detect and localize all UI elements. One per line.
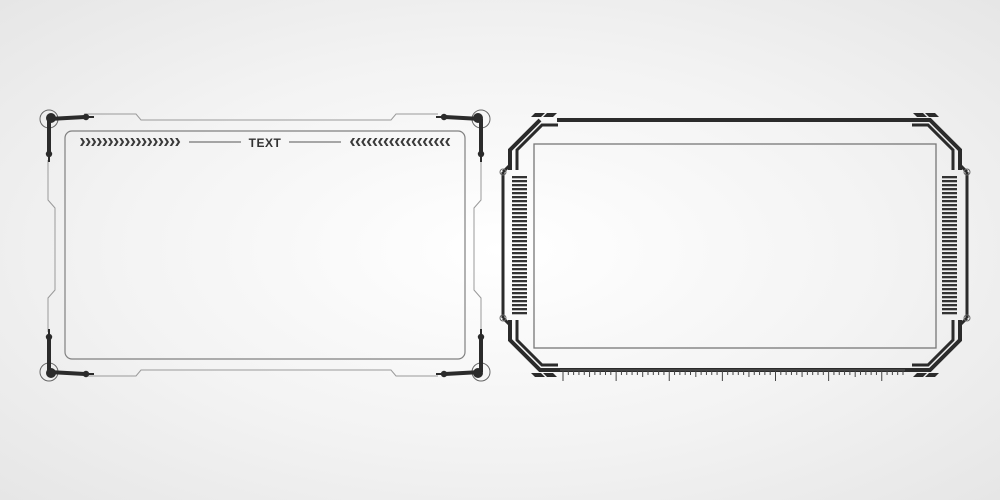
left-frame: TEXT	[39, 109, 491, 382]
top-left-joint-icon	[39, 109, 94, 162]
right-vent-grille	[942, 176, 957, 315]
right-frame-outer-border	[508, 118, 962, 372]
header-chevrons-right	[350, 138, 451, 146]
top-right-joint-icon	[436, 109, 491, 162]
right-frame	[499, 113, 971, 381]
bottom-ruler-scale	[560, 369, 905, 381]
header-chevrons-left	[80, 138, 181, 146]
left-frame-inner-panel	[64, 130, 466, 360]
header-label: TEXT	[249, 136, 282, 150]
left-vent-grille	[512, 176, 527, 315]
bottom-right-joint-icon	[436, 329, 491, 382]
right-frame-inner-panel	[533, 143, 937, 349]
bottom-left-joint-icon	[39, 329, 94, 382]
right-frame-chamfer-strips	[515, 123, 955, 367]
left-frame-outer-line	[47, 113, 482, 377]
corner-dash-decor	[531, 113, 939, 377]
